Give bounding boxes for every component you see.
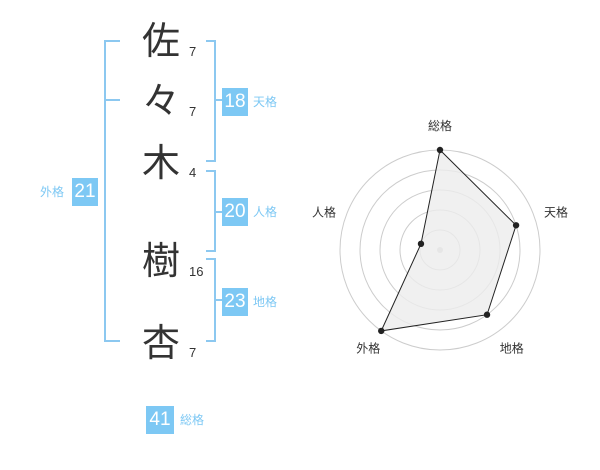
stroke-count-1: 7 <box>189 44 197 59</box>
radar-point-5 <box>417 240 425 248</box>
name-char-4: 樹 <box>141 239 180 283</box>
jinkaku-label: 人格 <box>253 205 278 219</box>
stroke-count-4: 16 <box>189 264 204 279</box>
jinkaku-value: 20 <box>222 198 248 226</box>
chikaku-label: 地格 <box>253 295 278 309</box>
name-char-2: 々 <box>141 79 180 123</box>
chikaku-bracket-tick <box>216 299 222 301</box>
name-char-1: 佐 <box>141 19 180 63</box>
radar-axis-label-1: 総格 <box>428 118 452 133</box>
radar-axis-label-3: 地格 <box>500 341 524 356</box>
jinkaku-bracket <box>206 170 216 252</box>
soukaku-value: 41 <box>146 406 174 434</box>
name-char-3: 木 <box>141 141 180 185</box>
stroke-count-5: 7 <box>189 345 197 360</box>
tenkaku-label: 天格 <box>253 95 278 109</box>
radar-points <box>378 146 520 335</box>
radar-axis-label-5: 人格 <box>312 204 336 219</box>
chikaku-bracket <box>206 258 216 342</box>
gaikaku-value: 21 <box>72 178 98 206</box>
tenkaku-bracket-tick <box>216 99 222 101</box>
soukaku-label: 総格 <box>180 413 205 427</box>
radar-point-3 <box>483 311 491 318</box>
stroke-count-2: 7 <box>189 104 197 119</box>
radar-point-4 <box>378 327 385 335</box>
gaikaku-label: 外格 <box>40 185 65 199</box>
radar-axis-label-2: 天格 <box>544 204 568 219</box>
radar-point-2 <box>512 222 520 229</box>
name-char-5: 杏 <box>141 321 180 365</box>
chikaku-value: 23 <box>222 288 248 316</box>
tenkaku-value: 18 <box>222 88 248 116</box>
jinkaku-bracket-tick <box>216 211 222 213</box>
gaikaku-bracket <box>104 40 120 342</box>
radar-axis-label-4: 外格 <box>356 341 380 356</box>
radar-point-1 <box>436 146 444 154</box>
tenkaku-bracket <box>206 40 216 162</box>
gaikaku-bracket-tick <box>106 99 120 101</box>
radar-polygon <box>380 148 517 332</box>
stroke-count-3: 4 <box>189 165 197 180</box>
